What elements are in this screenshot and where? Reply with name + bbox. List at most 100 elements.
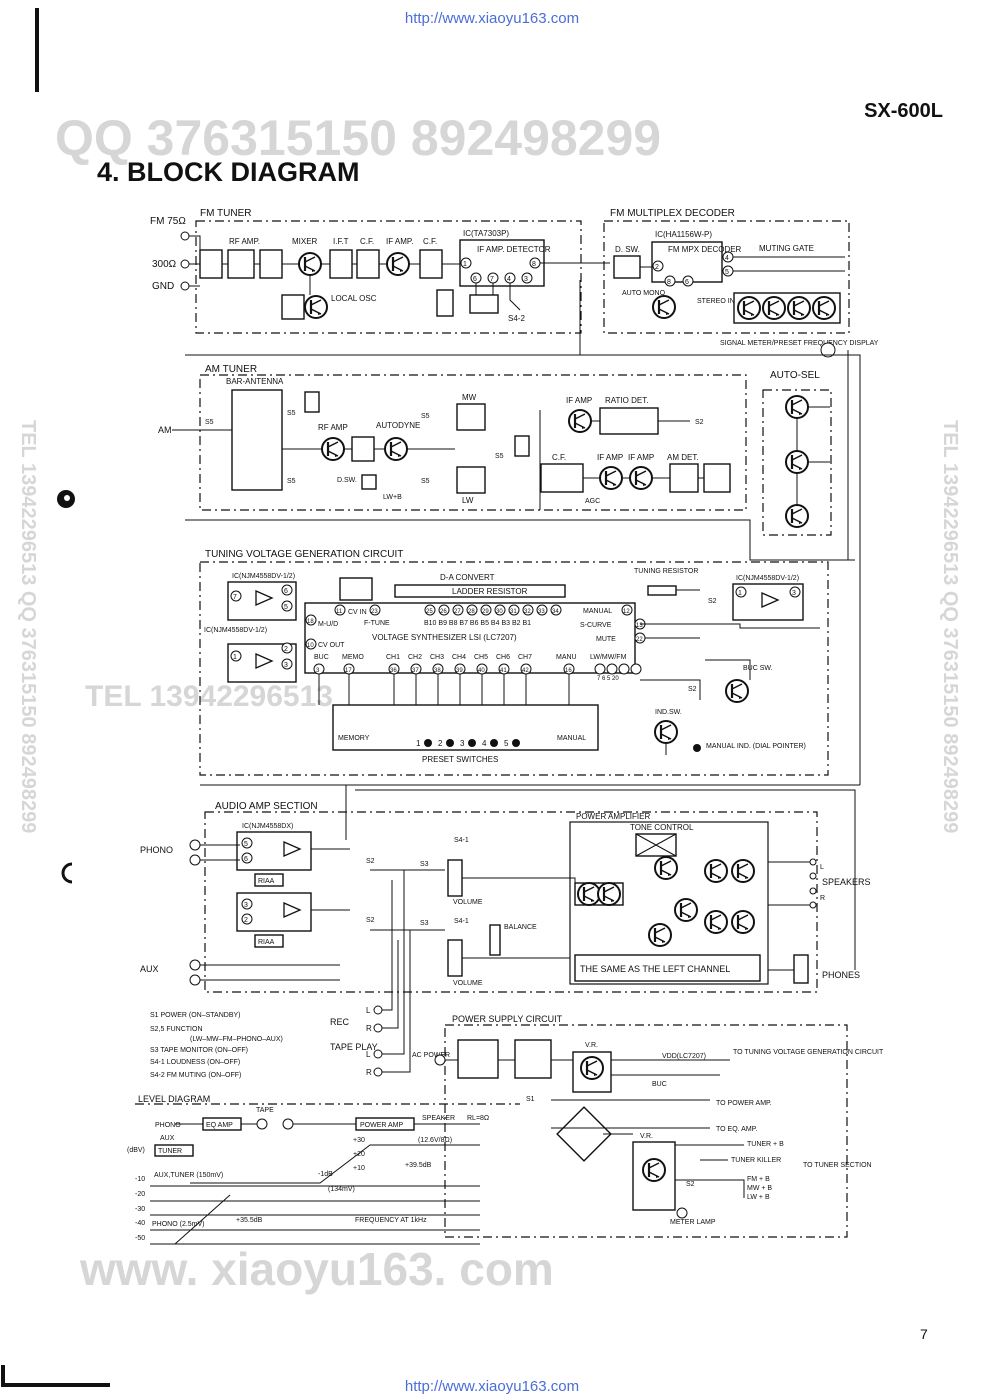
svg-text:LW+B: LW+B xyxy=(383,494,402,501)
auto-sel-transistor-icon xyxy=(784,394,810,420)
svg-text:S4-1: S4-1 xyxy=(454,837,469,844)
lsi-bottom-labels: BUC MEMO CH1 CH2 CH3 CH4 CH5 CH6 CH7 MAN… xyxy=(314,654,627,661)
svg-text:STEREO IND.: STEREO IND. xyxy=(697,298,742,305)
svg-text:42: 42 xyxy=(522,668,529,674)
am-det xyxy=(669,463,699,493)
svg-text:AM: AM xyxy=(158,425,172,435)
svg-text:L: L xyxy=(820,864,824,871)
svg-text:MEMO: MEMO xyxy=(342,654,364,661)
svg-text:IF AMP.: IF AMP. xyxy=(386,237,413,246)
svg-text:TO EQ. AMP.: TO EQ. AMP. xyxy=(716,1126,757,1133)
svg-text:-50: -50 xyxy=(135,1235,145,1242)
svg-text:6: 6 xyxy=(244,856,248,863)
svg-text:METER LAMP: METER LAMP xyxy=(670,1219,716,1226)
svg-text:C.F.: C.F. xyxy=(360,237,374,246)
svg-text:R: R xyxy=(366,1024,372,1033)
power-supply-section xyxy=(444,1024,848,1238)
svg-text:38: 38 xyxy=(434,668,441,674)
svg-text:CH4: CH4 xyxy=(452,654,466,661)
svg-text:MANU: MANU xyxy=(556,654,577,661)
am-rf-amp-transistor-icon xyxy=(320,436,346,462)
svg-text:PHONES: PHONES xyxy=(822,970,860,980)
svg-text:TONE CONTROL: TONE CONTROL xyxy=(630,823,694,832)
svg-text:V.R.: V.R. xyxy=(640,1133,653,1140)
svg-text:RF AMP: RF AMP xyxy=(318,423,348,432)
svg-text:S1 POWER (ON–STANDBY): S1 POWER (ON–STANDBY) xyxy=(150,1012,241,1019)
svg-text:VOLUME: VOLUME xyxy=(453,899,483,906)
watermark-side-right: TEL 13942296513 QQ 376315150 892498299 xyxy=(939,420,961,833)
svg-text:SPEAKERS: SPEAKERS xyxy=(822,877,871,887)
svg-text:26: 26 xyxy=(440,609,447,615)
svg-text:IF AMP: IF AMP xyxy=(628,453,654,462)
svg-text:FM 75Ω: FM 75Ω xyxy=(150,216,186,227)
preset-switches: 1 2 3 4 5 xyxy=(416,739,520,748)
svg-text:S5: S5 xyxy=(205,419,214,426)
svg-text:CH1: CH1 xyxy=(386,654,400,661)
svg-text:TO POWER AMP.: TO POWER AMP. xyxy=(716,1100,772,1107)
svg-text:FM MPX DECODER: FM MPX DECODER xyxy=(668,245,742,254)
svg-text:41: 41 xyxy=(500,668,507,674)
svg-text:IF AMP. DETECTOR: IF AMP. DETECTOR xyxy=(477,245,551,254)
svg-text:MANUAL: MANUAL xyxy=(557,735,586,742)
svg-text:LADDER RESISTOR: LADDER RESISTOR xyxy=(452,587,528,596)
svg-text:FREQUENCY AT 1kHz: FREQUENCY AT 1kHz xyxy=(355,1217,427,1224)
svg-text:AUX: AUX xyxy=(140,964,159,974)
svg-text:AM DET.: AM DET. xyxy=(667,453,699,462)
svg-text:3: 3 xyxy=(792,590,796,597)
tuning-resistor xyxy=(647,585,677,596)
svg-text:B10 B9 B8 B7 B6 B5 B4 B3 B2 B1: B10 B9 B8 B7 B6 B5 B4 B3 B2 B1 xyxy=(424,620,531,627)
bar-antenna xyxy=(231,389,283,491)
tuning-voltage-section xyxy=(199,561,829,776)
fm-input-coil xyxy=(199,249,223,279)
svg-text:D-A CONVERT: D-A CONVERT xyxy=(440,573,495,582)
svg-text:THE SAME AS THE LEFT CHANNEL: THE SAME AS THE LEFT CHANNEL xyxy=(580,964,730,974)
vr-regulator-2 xyxy=(632,1141,676,1211)
header-url[interactable]: http://www.xiaoyu163.com xyxy=(405,10,579,27)
svg-text:POWER AMP: POWER AMP xyxy=(360,1122,404,1129)
svg-text:CH2: CH2 xyxy=(408,654,422,661)
tape-play-jack-r xyxy=(373,1067,383,1077)
svg-text:5: 5 xyxy=(244,841,248,848)
svg-text:IND.SW.: IND.SW. xyxy=(655,709,682,716)
svg-text:6: 6 xyxy=(685,279,689,286)
svg-text:3: 3 xyxy=(460,739,465,748)
svg-text:-10: -10 xyxy=(135,1176,145,1183)
svg-text:M-U/D: M-U/D xyxy=(318,621,338,628)
svg-text:5: 5 xyxy=(725,269,729,276)
footer-url[interactable]: http://www.xiaoyu163.com xyxy=(405,1378,579,1394)
svg-text:S5: S5 xyxy=(421,478,430,485)
power-amp-block xyxy=(569,821,769,985)
svg-text:5: 5 xyxy=(504,739,509,748)
svg-text:AUTODYNE: AUTODYNE xyxy=(376,421,420,430)
svg-text:CV OUT: CV OUT xyxy=(318,642,345,649)
fm-mpx-decoder-ic xyxy=(651,241,723,283)
svg-text:-20: -20 xyxy=(135,1191,145,1198)
svg-text:6: 6 xyxy=(473,276,477,283)
autodyne-transistor-icon xyxy=(383,436,409,462)
svg-text:R: R xyxy=(820,895,825,902)
svg-text:RL=8Ω: RL=8Ω xyxy=(467,1115,489,1122)
svg-text:GND: GND xyxy=(152,281,174,292)
svg-text:-30: -30 xyxy=(135,1206,145,1213)
riaa-l xyxy=(254,873,284,887)
svg-text:L: L xyxy=(366,1006,371,1015)
svg-text:1: 1 xyxy=(233,654,237,661)
tape-rec-jack-l xyxy=(373,1005,383,1015)
svg-text:TUNER + B: TUNER + B xyxy=(747,1141,784,1148)
svg-text:I.F.T: I.F.T xyxy=(333,237,349,246)
svg-text:S5: S5 xyxy=(287,410,296,417)
svg-text:LOCAL OSC: LOCAL OSC xyxy=(331,294,377,303)
svg-text:SIGNAL METER/PRESET FREQUENCY: SIGNAL METER/PRESET FREQUENCY DISPLAY xyxy=(720,340,879,347)
svg-text:2: 2 xyxy=(244,917,248,924)
ladder-resistor xyxy=(394,584,566,598)
svg-text:(dBV): (dBV) xyxy=(127,1147,145,1154)
fm-dsw xyxy=(613,255,641,279)
aux-jack-r xyxy=(189,974,201,986)
svg-text:S-CURVE: S-CURVE xyxy=(580,622,612,629)
preset-switch-panel xyxy=(332,704,599,751)
svg-text:BUC: BUC xyxy=(652,1081,667,1088)
svg-text:32: 32 xyxy=(524,609,531,615)
svg-text:13: 13 xyxy=(636,623,643,629)
svg-text:TUNER: TUNER xyxy=(158,1148,182,1155)
phono-jack-r xyxy=(189,854,201,866)
